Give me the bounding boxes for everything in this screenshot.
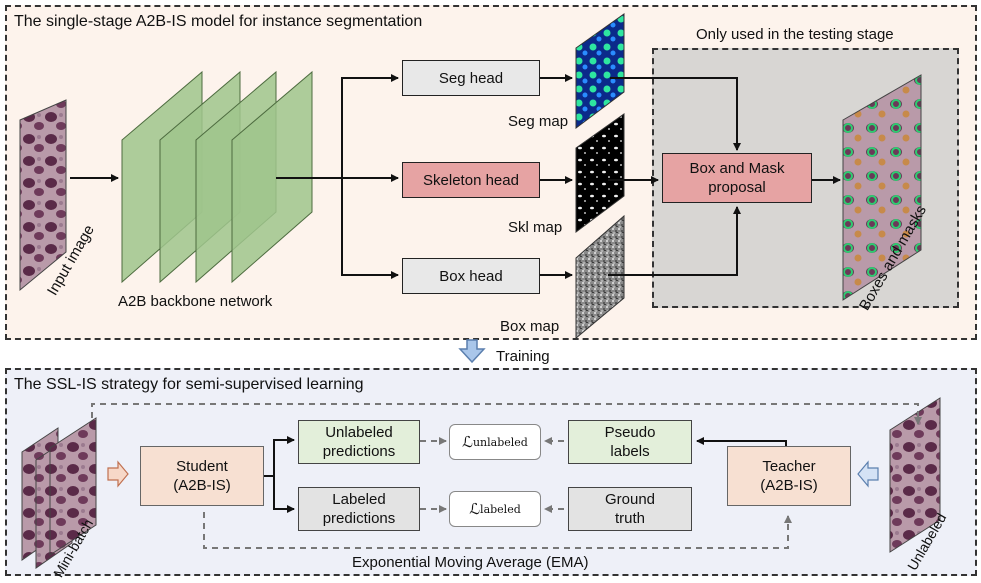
- ema-label: Exponential Moving Average (EMA): [352, 554, 589, 571]
- loss-unlabeled-subscript: unlabeled: [472, 435, 528, 449]
- training-label: Training: [496, 348, 550, 365]
- seg-head-box: Seg head: [402, 60, 540, 96]
- unlabeled-to-teacher-arrow: [857, 460, 879, 488]
- box-mask-proposal-box: Box and Mask proposal: [662, 153, 812, 203]
- training-arrow: [458, 339, 486, 364]
- testing-stage-label: Only used in the testing stage: [696, 26, 894, 43]
- pseudo-labels-box: Pseudo labels: [568, 420, 692, 464]
- seg-map-image: [575, 13, 625, 129]
- unlabeled-predictions-box: Unlabeled predictions: [298, 420, 420, 464]
- labeled-predictions-box: Labeled predictions: [298, 487, 420, 531]
- skl-map-image: [575, 113, 625, 233]
- loss-unlabeled-symbol: ℒ: [462, 432, 473, 451]
- output-image: [842, 74, 922, 301]
- input-image: [19, 99, 67, 292]
- loss-labeled-symbol: ℒ: [469, 499, 481, 518]
- skeleton-head-box: Skeleton head: [402, 162, 540, 198]
- ground-truth-box: Ground truth: [568, 487, 692, 531]
- minibatch-to-student-arrow: [107, 460, 129, 488]
- skl-map-label: Skl map: [508, 219, 563, 236]
- backbone-layers: [121, 70, 313, 284]
- backbone-label: A2B backbone network: [118, 293, 273, 310]
- seg-map-label: Seg map: [508, 113, 569, 130]
- ssl-panel-title: The SSL-IS strategy for semi-supervised …: [14, 376, 364, 393]
- box-map-image: [575, 214, 625, 340]
- teacher-box: Teacher (A2B-IS): [727, 446, 851, 506]
- loss-labeled-subscript: labeled: [480, 502, 521, 516]
- box-map-label: Box map: [500, 318, 560, 335]
- student-box: Student (A2B-IS): [140, 446, 264, 506]
- unlabeled-image: [889, 397, 941, 553]
- mini-batch-images: [21, 417, 97, 569]
- model-panel-title: The single-stage A2B-IS model for instan…: [14, 13, 423, 30]
- box-head-box: Box head: [402, 258, 540, 294]
